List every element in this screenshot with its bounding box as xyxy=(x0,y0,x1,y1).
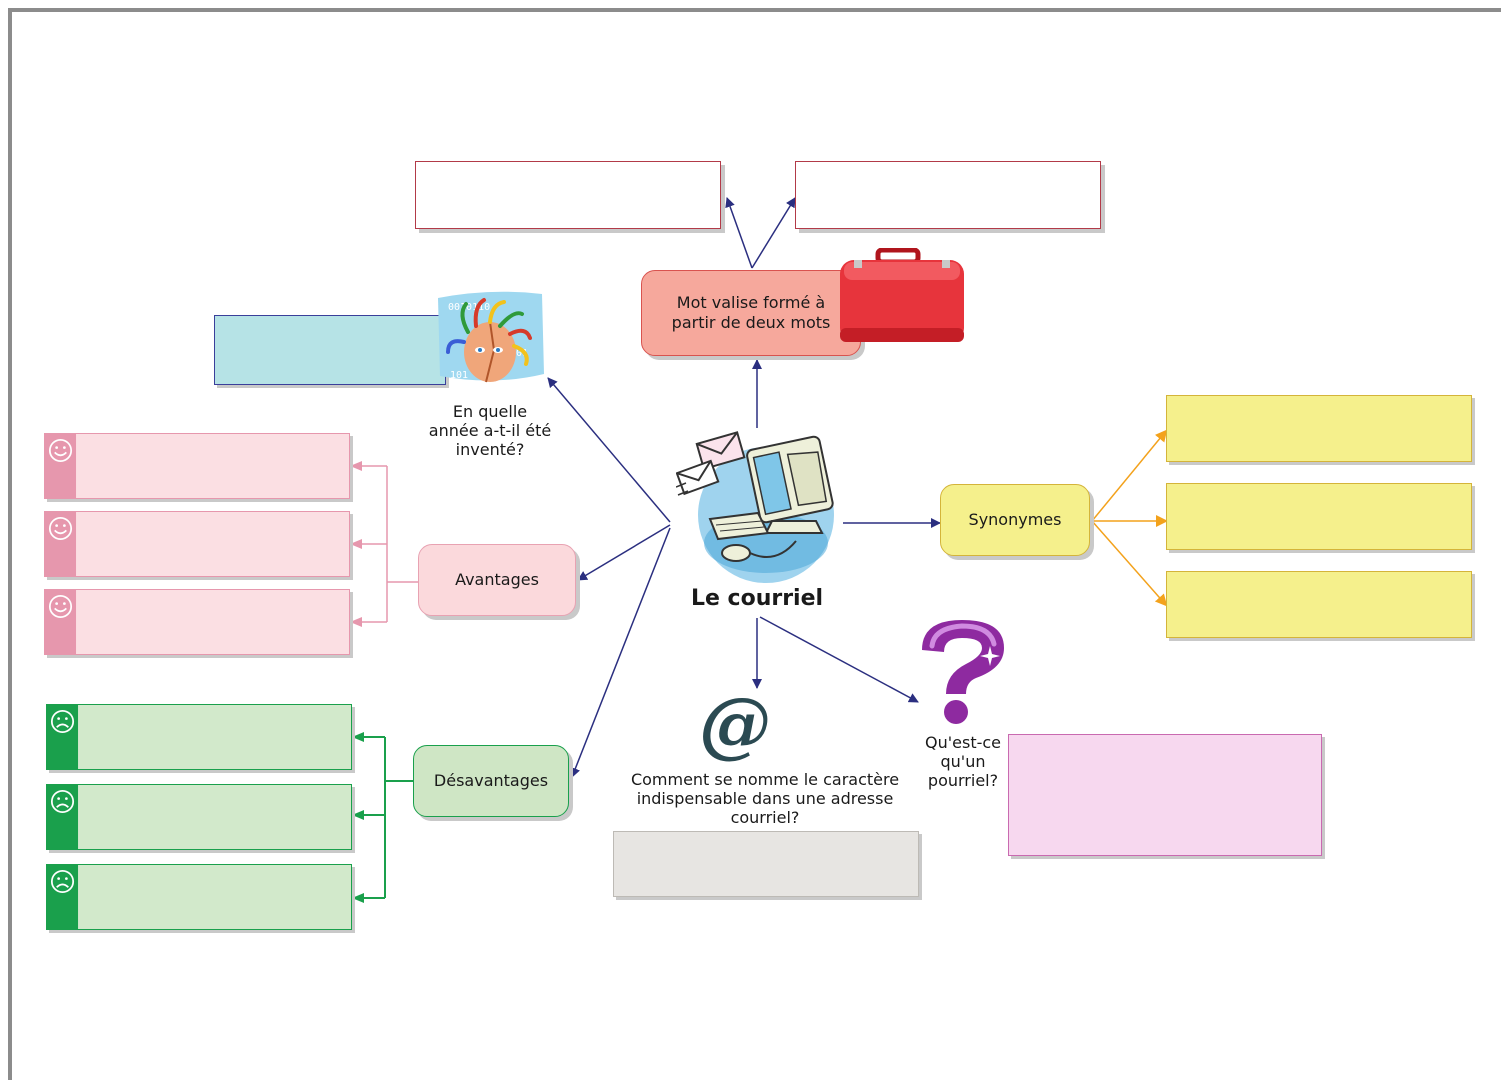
mot-valise-answer-box-2[interactable] xyxy=(795,161,1101,229)
avantage-answer-box-1[interactable] xyxy=(44,433,350,499)
svg-text:101: 101 xyxy=(450,370,468,381)
synonymes-label: Synonymes xyxy=(968,510,1062,529)
desavantages-label: Désavantages xyxy=(433,771,549,790)
medusa-head-icon: 0010110 01 101 xyxy=(438,291,544,383)
annee-answer-box[interactable] xyxy=(214,315,446,385)
mot-valise-answer-box-1[interactable] xyxy=(415,161,721,229)
page-frame xyxy=(8,8,1501,1080)
synonyme-answer-box-2[interactable] xyxy=(1166,483,1472,550)
computer-mail-icon xyxy=(676,431,834,583)
avantage-answer-box-2[interactable] xyxy=(44,511,350,577)
desavantage-answer-box-2[interactable] xyxy=(46,784,352,850)
pourriel-answer-box[interactable] xyxy=(1008,734,1322,856)
happy-face-icon xyxy=(45,434,77,498)
mot-valise-label: Mot valise formé à partir de deux mots xyxy=(671,293,831,332)
link-center-to-pourriel xyxy=(759,616,919,703)
link-center-to-annee xyxy=(547,377,671,523)
synonyme-answer-box-3[interactable] xyxy=(1166,571,1472,638)
link-synonymes-to-box-3 xyxy=(1091,520,1168,607)
link-center-to-avantages xyxy=(577,524,671,581)
avantage-answer-box-3[interactable] xyxy=(44,589,350,655)
svg-text:0010110: 0010110 xyxy=(448,302,490,313)
link-center-to-desavantages xyxy=(570,527,671,778)
avantages-node: Avantages xyxy=(418,544,576,616)
link-mot-valise-to-box-left xyxy=(725,197,753,269)
desavantage-answer-box-3[interactable] xyxy=(46,864,352,930)
arobase-question-label: Comment se nomme le caractère indispensa… xyxy=(630,770,900,827)
svg-text:01: 01 xyxy=(516,348,528,359)
synonymes-node: Synonymes xyxy=(940,484,1090,556)
at-sign-icon: @ xyxy=(699,681,771,766)
suitcase-icon xyxy=(840,248,964,342)
desavantages-node: Désavantages xyxy=(413,745,569,817)
sad-face-icon xyxy=(47,705,79,769)
question-mark-icon xyxy=(922,620,1004,724)
link-mot-valise-to-box-right xyxy=(751,197,796,269)
happy-face-icon xyxy=(45,512,77,576)
synonyme-answer-box-1[interactable] xyxy=(1166,395,1472,462)
happy-face-icon xyxy=(45,590,77,654)
central-title: Le courriel xyxy=(690,586,824,611)
link-synonymes-to-box-1 xyxy=(1091,429,1168,522)
desavantage-answer-box-1[interactable] xyxy=(46,704,352,770)
annee-question-label: En quelle année a-t-il été inventé? xyxy=(428,402,552,459)
mot-valise-node: Mot valise formé à partir de deux mots xyxy=(641,270,861,356)
avantages-label: Avantages xyxy=(455,570,539,589)
sad-face-icon xyxy=(47,785,79,849)
sad-face-icon xyxy=(47,865,79,929)
arobase-answer-box[interactable] xyxy=(613,831,919,897)
pourriel-question-label: Qu'est-ce qu'un pourriel? xyxy=(925,733,1001,790)
